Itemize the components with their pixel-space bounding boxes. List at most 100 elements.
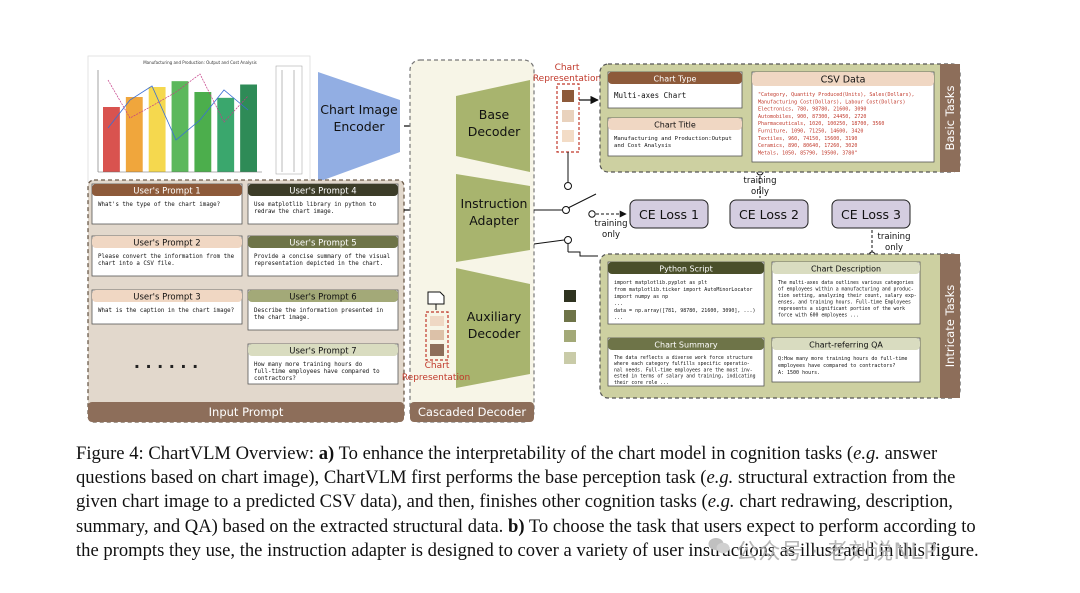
auxiliary-decoder-label-2: Decoder: [468, 326, 521, 341]
base-decoder-label-1: Base: [479, 107, 510, 122]
python-title: Python Script: [659, 265, 712, 274]
chart-image-encoder: Chart Image Encoder: [318, 72, 400, 182]
text-line: employees have compared to contractors?: [778, 363, 895, 369]
thumbnail-bar: [125, 97, 143, 172]
prompt-text-line: Please convert the information from the: [98, 254, 235, 260]
prompt-text-line: contractors?: [254, 376, 296, 382]
auxiliary-decoder-shape: [456, 268, 530, 388]
text-line: their core role ...: [614, 380, 669, 386]
ce-loss-1: CE Loss 1: [629, 199, 709, 229]
text-line: Automobiles, 900, 87300, 24450, 2720: [758, 114, 866, 120]
text-line: tion setting, analyzing their count, sal…: [778, 293, 917, 299]
text-line: of employees within a manufacturing and …: [778, 287, 914, 293]
encoder-label-1: Chart Image: [320, 102, 398, 117]
prompt-text-line: Describe the information presented in: [254, 308, 383, 314]
text-line: The data reflects a diverse work force s…: [614, 355, 753, 361]
chart-repr-bottom-2: Representation: [402, 373, 470, 383]
text-line: from matplotlib.ticker import AutoMinorL…: [614, 287, 752, 293]
prompt-title: User's Prompt 1: [133, 187, 200, 197]
text-line: ...: [614, 301, 623, 307]
intricate-tasks-label: Intricate Tasks: [943, 285, 957, 368]
watermark: 公众号 · 老刘说NLP: [736, 540, 937, 565]
wechat-icon: [708, 538, 730, 554]
text-line: Manufacturing Cost(Dollars), Labour Cost…: [758, 99, 906, 105]
training-only-mid-2: only: [751, 187, 769, 197]
caption-fig-label: Figure 4:: [76, 443, 144, 464]
caption-s6: To choose the task that users expect to …: [76, 515, 979, 561]
intricate-tasks-panel: Intricate Tasks Python Script import mat…: [599, 253, 961, 399]
prompt-ellipsis: · · · · · ·: [134, 357, 198, 376]
auxiliary-decoder-label-1: Auxiliary: [467, 309, 522, 324]
text-line: Q:How many more training hours do full-t…: [778, 356, 907, 362]
text-line: import matplotlib.pyplot as plt: [614, 280, 707, 286]
basic-tasks-label: Basic Tasks: [943, 86, 957, 151]
caption-eg3: e.g.: [707, 491, 735, 513]
loss-label: CE Loss 3: [841, 207, 901, 222]
chart-title-value-1: Manufacturing and Production:Output: [614, 136, 732, 142]
prompt-text-line: Use matplotlib library in python to: [254, 202, 377, 208]
chart-repr-top-1: Chart: [555, 63, 580, 73]
prompt-title: User's Prompt 2: [133, 239, 200, 249]
training-only-mid-1: training: [744, 176, 777, 186]
text-line: ested in terms of salary and training, i…: [614, 374, 756, 380]
thumbnail-bar: [240, 84, 257, 172]
csv-title: CSV Data: [821, 75, 866, 86]
instruction-adapter-label-2: Adapter: [469, 213, 519, 228]
chart-type-title: Chart Type: [654, 75, 697, 84]
prompt-title: User's Prompt 7: [289, 347, 356, 357]
caption-s2: To enhance the interpretability of the c…: [338, 443, 854, 464]
color-legend-squares: [564, 290, 576, 364]
base-decoder-label-2: Decoder: [468, 124, 521, 139]
encoder-label-2: Encoder: [333, 119, 385, 134]
chart-title-title: Chart Title: [654, 121, 696, 130]
instruction-adapter-label-1: Instruction: [461, 196, 528, 211]
thumbnail-bar: [148, 87, 166, 172]
text-line: ...: [614, 315, 623, 321]
text-line: where each category fulfills specific op…: [614, 361, 750, 367]
qa-title: Chart-referring QA: [809, 341, 883, 350]
caption-s3: answer questions based on chart image), …: [76, 443, 938, 489]
desc-title: Chart Description: [811, 265, 881, 274]
text-line: Metals, 1050, 85790, 19500, 3780": [758, 150, 857, 156]
training-only-left-2: only: [602, 230, 620, 240]
loss-label: CE Loss 1: [639, 207, 699, 222]
chart-type-value: Multi-axes Chart: [614, 91, 686, 100]
text-line: Electronics, 780, 98780, 21600, 3090: [758, 107, 866, 113]
chartvlm-overview-figure: Manufacturing and Production: Output and…: [87, 55, 961, 423]
training-only-right-2: only: [885, 243, 903, 253]
text-line: Ceramics, 890, 80640, 17260, 3020: [758, 143, 857, 149]
text-line: Textiles, 960, 74150, 15600, 3190: [758, 136, 857, 142]
caption-s4: structural extraction from the given cha…: [76, 467, 956, 513]
user-prompt-2: User's Prompt 2 Please convert the inform…: [91, 235, 243, 277]
chart-repr-bottom-1: Chart: [425, 361, 450, 371]
thumbnail-bar: [194, 92, 212, 172]
text-line: "Category, Quantity Produced(Units), Sal…: [758, 92, 915, 98]
cascaded-decoder-title: Cascaded Decoder: [418, 405, 526, 419]
chart-repr-top-2: Representation: [533, 74, 601, 84]
text-line: import numpy as np: [614, 294, 668, 300]
text-line: enses, and training hours. Full-time Emp…: [778, 300, 911, 306]
loss-label: CE Loss 2: [739, 207, 799, 222]
prompt-text-line: redraw the chart image.: [254, 209, 334, 215]
summary-title: Chart Summary: [654, 341, 717, 350]
loss-row: training only CE Loss 1 CE Loss 2 CE Loss …: [588, 168, 911, 259]
prompt-title: User's Prompt 3: [133, 293, 200, 303]
text-line: Pharmaceuticals, 1020, 100250, 18700, 35…: [758, 121, 884, 127]
figure-caption: Figure 4: ChartVLM Overview: a) To enhan…: [76, 442, 996, 563]
task-switch: [533, 193, 598, 257]
caption-eg2: e.g.: [706, 467, 734, 489]
prompt-text-line: What is the caption in the chart image?: [98, 308, 234, 314]
prompt-title: User's Prompt 5: [289, 239, 356, 249]
chart-representation-bottom: Chart Representation: [402, 291, 470, 383]
chart-title-value-2: and Cost Analysis: [614, 143, 671, 149]
thumbnail-bar: [171, 81, 189, 172]
text-line: nal needs. Full-time employees are the m…: [614, 367, 753, 373]
thumbnail-bar: [103, 107, 120, 172]
base-decoder-shape: [456, 80, 530, 172]
text-line: Furniture, 1090, 71250, 14600, 3420: [758, 129, 863, 135]
